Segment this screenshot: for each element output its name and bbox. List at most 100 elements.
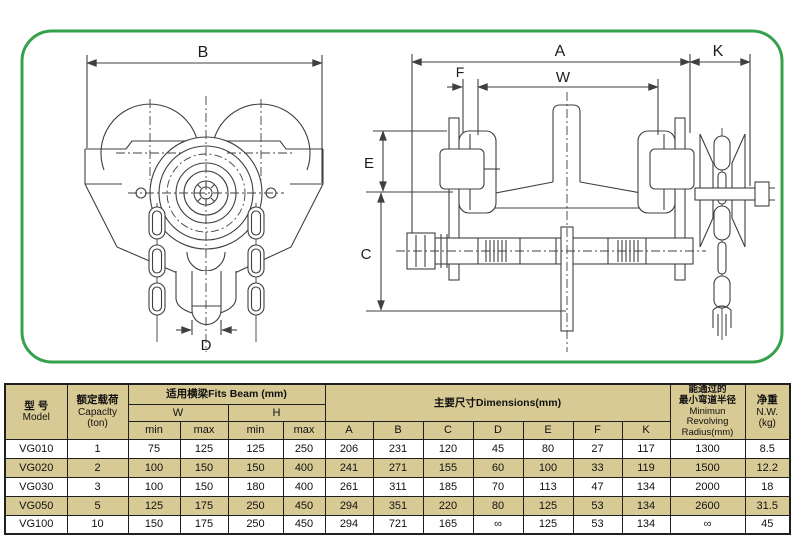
value-cell: 134 (621, 514, 671, 535)
col-header-radius: 能通过的 最小弯道半径 Minimun Revolving Radius(mm) (669, 383, 746, 440)
value-cell: 117 (621, 438, 671, 459)
value-cell: 45 (744, 514, 791, 535)
dim-label-A: A (555, 43, 566, 60)
value-cell: 1500 (669, 457, 746, 478)
value-cell: 241 (324, 457, 374, 478)
value-cell: 1 (66, 438, 129, 459)
hand-chain-right (247, 203, 265, 342)
value-cell: 3 (66, 476, 129, 497)
value-cell: 60 (472, 457, 524, 478)
value-cell: 125 (522, 495, 574, 516)
suspension-block (175, 271, 237, 325)
value-cell: 53 (572, 514, 623, 535)
value-cell: 2000 (669, 476, 746, 497)
radius-en1: Minimun (689, 405, 726, 417)
value-cell: 125 (522, 514, 574, 535)
value-cell: 113 (522, 476, 574, 497)
value-cell: 119 (621, 457, 671, 478)
value-cell: 250 (227, 514, 284, 535)
value-cell: 155 (422, 457, 474, 478)
wheel-assembly-right (637, 117, 695, 281)
value-cell: 12.2 (744, 457, 791, 478)
table-header: 型 号 Model 额定载荷 Capaclty (ton) 适用横梁Fits B… (4, 383, 791, 440)
value-cell: 8.5 (744, 438, 791, 459)
model-cell: VG100 (4, 514, 68, 535)
centerlines-side (396, 92, 706, 352)
sub-header-dim-k: K (621, 420, 671, 440)
value-cell: 250 (227, 495, 284, 516)
hand-chain-left (148, 203, 166, 342)
dimension-E (366, 130, 453, 193)
capacity-header-unit: (ton) (87, 417, 108, 429)
nw-unit: (kg) (758, 417, 776, 429)
value-cell: 250 (282, 438, 326, 459)
sub-header-dim-d: D (472, 420, 524, 440)
value-cell: 294 (324, 495, 374, 516)
sub-header-dim-a: A (324, 420, 374, 440)
sub-header-dim-c: C (422, 420, 474, 440)
value-cell: 80 (472, 495, 524, 516)
sub-header-dim-b: B (372, 420, 424, 440)
i-beam (474, 104, 664, 209)
value-cell: 27 (572, 438, 623, 459)
model-header-en: Model (22, 412, 50, 424)
model-cell: VG030 (4, 476, 68, 497)
value-cell: 150 (127, 514, 181, 535)
radius-zh1: 能通过的 (688, 384, 727, 396)
value-cell: 150 (179, 457, 229, 478)
capacity-header-en: Capaclty (78, 406, 117, 418)
sub-header-w: W (127, 403, 229, 422)
value-cell: 134 (621, 476, 671, 497)
model-cell: VG050 (4, 495, 68, 516)
front-view (84, 55, 324, 352)
col-header-nw: 净重 N.W. (kg) (744, 383, 791, 440)
value-cell: 220 (422, 495, 474, 516)
dimension-F (447, 79, 464, 133)
nw-zh: 净重 (756, 394, 778, 407)
value-cell: 31.5 (744, 495, 791, 516)
wheel-assembly-left (439, 117, 500, 281)
value-cell: 400 (282, 476, 326, 497)
sub-header-w-max: max (179, 420, 229, 440)
dimension-C (366, 192, 566, 312)
value-cell: 47 (572, 476, 623, 497)
value-cell: 125 (179, 438, 229, 459)
dim-labels: B D A K F W E C (198, 43, 724, 354)
sub-header-h-max: max (282, 420, 326, 440)
model-cell: VG010 (4, 438, 68, 459)
value-cell: 2600 (669, 495, 746, 516)
dim-label-K: K (713, 43, 724, 60)
sub-header-h: H (227, 403, 326, 422)
centerlines-front (116, 96, 295, 352)
chain-wheel-assembly (694, 128, 775, 340)
dim-label-B: B (198, 44, 209, 61)
group-header-dimensions: 主要尺寸Dimensions(mm) (324, 383, 671, 422)
side-view (366, 54, 775, 352)
value-cell: 18 (744, 476, 791, 497)
value-cell: 120 (422, 438, 474, 459)
radius-en3: Radius(mm) (681, 426, 734, 438)
value-cell: 125 (227, 438, 284, 459)
value-cell: 185 (422, 476, 474, 497)
value-cell: 450 (282, 495, 326, 516)
value-cell: 33 (572, 457, 623, 478)
radius-zh2: 最小弯道半径 (678, 395, 736, 407)
value-cell: 311 (372, 476, 424, 497)
value-cell: 75 (127, 438, 181, 459)
dim-label-C: C (361, 246, 372, 263)
value-cell: 134 (621, 495, 671, 516)
sub-header-dim-e: E (522, 420, 574, 440)
col-header-model: 型 号 Model (4, 383, 68, 440)
value-cell: 175 (179, 495, 229, 516)
green-border (20, 29, 784, 364)
value-cell: 5 (66, 495, 129, 516)
dimension-A (411, 54, 691, 233)
dim-label-W: W (556, 69, 571, 86)
dim-label-F: F (456, 64, 465, 80)
